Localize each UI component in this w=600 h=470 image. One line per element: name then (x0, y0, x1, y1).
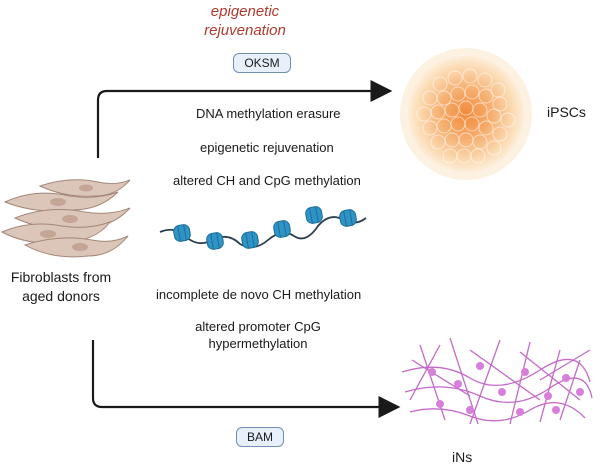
source-cells-label: Fibroblasts from aged donors (10, 269, 112, 304)
top-label: epigenetic rejuvenation (204, 3, 286, 39)
nucleosome-chain-icon (159, 206, 367, 250)
neuron-soma-cluster (428, 362, 584, 416)
lower-text-2: altered promoter CpG hypermethylation (195, 319, 321, 351)
upper-text-1: DNA methylation erasure (196, 106, 341, 121)
upper-text-2: epigenetic rejuvenation (200, 140, 334, 155)
lower-text-1: incomplete de novo CH methylation (156, 287, 362, 302)
neuron-network-icon (401, 337, 593, 425)
lower-arrow (91, 340, 401, 418)
ins-label: iNs (452, 449, 473, 465)
fibroblast-cells-icon (0, 179, 131, 258)
upper-text-3: altered CH and CpG methylation (173, 173, 361, 188)
oksm-factor-label: OKSM (233, 53, 291, 73)
ipsc-label: iPSCs (547, 104, 586, 120)
upper-arrow (96, 80, 393, 158)
ipsc-colony-icon (400, 48, 532, 180)
bam-factor-label: BAM (236, 427, 284, 447)
